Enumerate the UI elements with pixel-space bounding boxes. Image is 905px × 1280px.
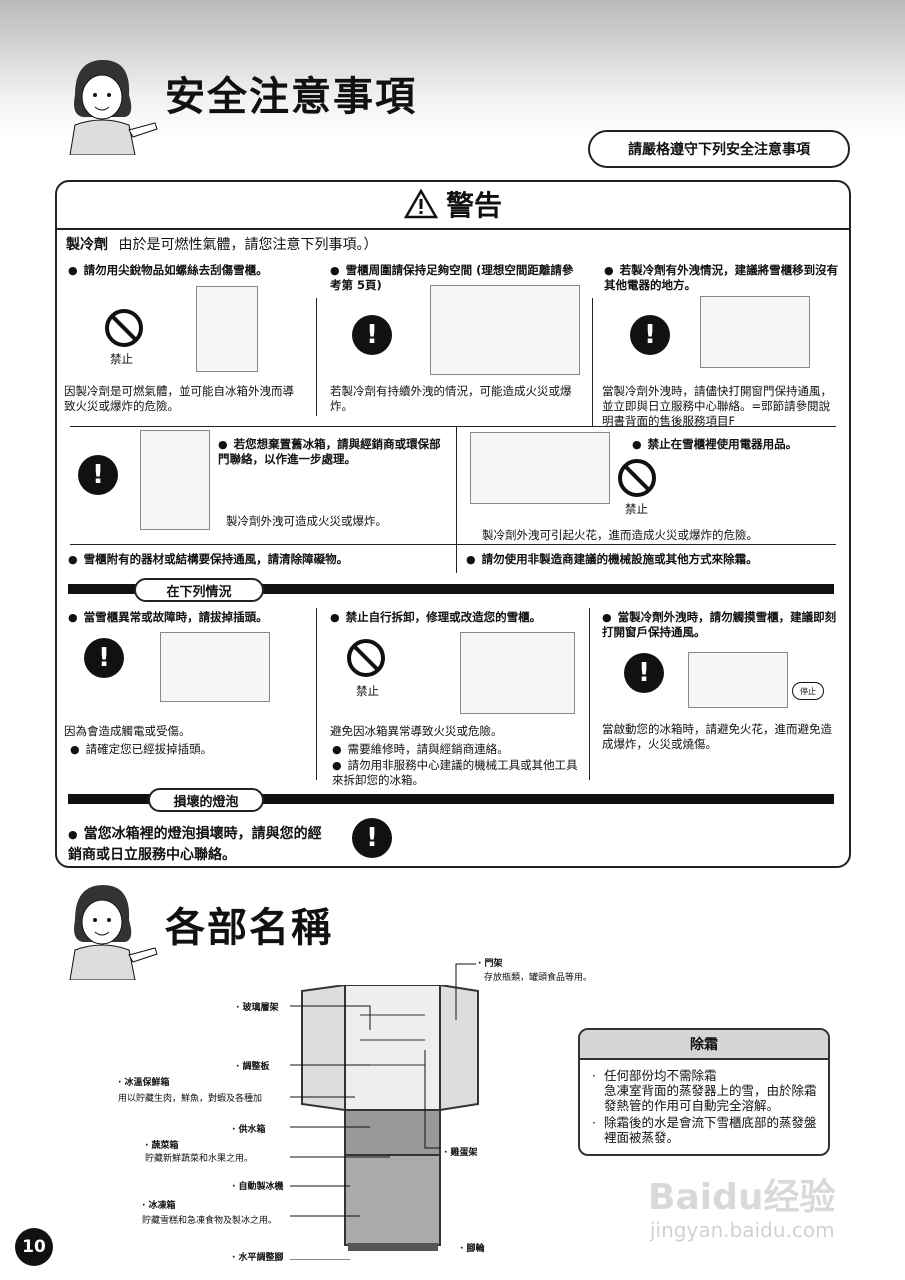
warning-item-desc: 避免因冰箱異常導致火災或危險。 — [330, 724, 503, 738]
defrost-item-text: 任何部份均不需除霜 急凍室背面的蒸發器上的雪，由於除霜發熱管的作用可自動完全溶解… — [603, 1068, 817, 1113]
fridge-scratch-illustration — [196, 286, 258, 372]
parts-title: 各部名稱 — [165, 905, 333, 951]
label-veg-box-desc: 貯藏新鮮蔬菜和水果之用。 — [145, 1154, 254, 1164]
leader-lines — [290, 963, 476, 1260]
label-water-box: · 供水箱 — [232, 1125, 266, 1135]
warning-item-head: 請勿用尖銳物品如螺絲去刮傷雪櫃。 — [68, 263, 308, 278]
stop-speech-bubble: 停止 — [792, 682, 824, 700]
label-door-rack: · 門架 — [478, 959, 503, 969]
label-glass-shelf: · 玻璃層架 — [236, 1003, 279, 1013]
warning-item-desc: 因為會造成觸電或受傷。 — [64, 724, 191, 738]
label-chill-box-desc: 用以貯藏生肉，鮮魚，對蝦及各種加 — [118, 1094, 263, 1104]
divider — [456, 545, 457, 573]
prohibited-label: 禁止 — [625, 502, 648, 516]
watermark-url: jingyan.baidu.com — [650, 1218, 835, 1242]
warning-item-head: 禁止在雪櫃裡使用電器用品。 — [632, 437, 832, 452]
label-caster: · 腳輪 — [460, 1244, 485, 1254]
warning-item-desc: 製冷劑外洩可引起火花，進而造成火災或爆炸的危險。 — [482, 528, 758, 542]
label-veg-box: · 蔬菜箱 — [145, 1141, 179, 1151]
warning-header: 警告 — [55, 180, 851, 230]
warning-item-head: 禁止自行拆卸，修理或改造您的雪櫃。 — [330, 610, 580, 625]
page-title: 安全注意事項 — [165, 74, 417, 120]
section-bar — [68, 794, 834, 804]
label-egg-rack: · 雞蛋架 — [444, 1148, 478, 1158]
defrost-item: ·任何部份均不需除霜 急凍室背面的蒸發器上的雪，由於除霜發熱管的作用可自動完全溶… — [592, 1068, 817, 1113]
page-number: 10 — [15, 1228, 53, 1266]
label-door-rack-desc: 存放瓶類，罐頭食品等用。 — [484, 973, 593, 983]
label-adjust-plate: · 調整板 — [236, 1062, 270, 1072]
label-ice-maker: · 自動製冰機 — [232, 1182, 284, 1192]
warning-item-head: 若製冷劑有外洩情況，建議將雪櫃移到沒有其他電器的地方。 — [604, 263, 839, 293]
warning-triangle-icon — [403, 189, 438, 219]
divider — [316, 298, 317, 416]
defrost-item-text: 除霜後的水是會流下雪櫃底部的蒸發盤裡面被蒸發。 — [603, 1115, 817, 1145]
no-touch-illustration — [688, 652, 788, 708]
mandatory-icon: ! — [352, 818, 392, 858]
warning-item-bullet: 請確定您已經拔掉插頭。 — [70, 742, 306, 757]
divider — [316, 608, 317, 780]
disposal-illustration — [140, 430, 210, 530]
section-tag-conditions: 在下列情況 — [134, 578, 264, 602]
divider — [456, 426, 457, 544]
warning-item-head: 雪櫃附有的器材或結構要保持通風，請清除障礙物。 — [68, 552, 448, 567]
warning-item-bullet: 需要維修時，請與經銷商連絡。 — [332, 742, 578, 757]
divider — [592, 298, 593, 426]
warning-item-desc: 因製冷劑是可燃氣體，並可能自冰箱外洩而導致火災或爆炸的危險。 — [64, 384, 294, 413]
warning-item-desc: 當啟動您的冰箱時，請避免火花，進而避免造成爆炸，火災或燒傷。 — [602, 722, 832, 751]
warning-panel — [55, 180, 851, 868]
mandatory-icon: ! — [624, 653, 664, 693]
divider — [70, 426, 836, 427]
prohibited-icon — [347, 639, 385, 677]
warning-title: 警告 — [445, 189, 502, 222]
header-background — [0, 0, 905, 140]
warning-item-desc: 若製冷劑有持續外洩的情況，可能造成火災或爆炸。 — [330, 384, 572, 413]
defrost-item: ·除霜後的水是會流下雪櫃底部的蒸發盤裡面被蒸發。 — [592, 1115, 817, 1145]
mascot-illustration — [55, 55, 160, 156]
ventilate-illustration — [700, 296, 810, 368]
divider — [589, 608, 590, 780]
prohibited-icon — [105, 309, 143, 347]
prohibited-icon — [618, 459, 656, 497]
refrigerant-label: 製冷劑 — [66, 237, 108, 253]
warning-item-head: 請勿使用非製造商建議的機械設施或其他方式來除霜。 — [466, 552, 836, 567]
label-freezer: · 冰凍箱 — [142, 1201, 176, 1211]
warning-item-desc: 製冷劑外洩可造成火災或爆炸。 — [226, 514, 387, 528]
mandatory-icon: ! — [352, 315, 392, 355]
mandatory-icon: ! — [84, 638, 124, 678]
warning-item-head: 雪櫃周圍請保持足夠空間 (理想空間距離請參考第 5頁) — [330, 263, 580, 293]
no-disassemble-illustration — [460, 632, 575, 714]
warning-item-head: 若您想棄置舊冰箱，請與經銷商或環保部門聯絡，以作進一步處理。 — [218, 437, 448, 467]
no-appliance-illustration — [470, 432, 610, 504]
divider — [70, 544, 836, 545]
space-clearance-illustration — [430, 285, 580, 375]
mascot-illustration — [55, 880, 160, 981]
watermark-brand: Baidu经验 — [648, 1177, 836, 1218]
defrost-box: 除霜 ·任何部份均不需除霜 急凍室背面的蒸發器上的雪，由於除霜發熱管的作用可自動… — [578, 1028, 830, 1156]
warning-item-head: 當製冷劑外洩時，請勿觸摸雪櫃，建議即刻打開窗戶保持通風。 — [602, 610, 838, 640]
defrost-title: 除霜 — [580, 1030, 828, 1060]
bulb-text: 當您冰箱裡的燈泡損壞時，請與您的經銷商或日立服務中心聯絡。 — [68, 824, 330, 865]
warning-item-desc: 當製冷劑外洩時，請儘快打開窗門保持通風，並立即與日立服務中心聯絡。=郖節請參閱說… — [602, 384, 832, 428]
notice-pill: 請嚴格遵守下列安全注意事項 — [588, 130, 850, 168]
refrigerant-text: 由於是可燃性氣體，請您注意下列事項。） — [118, 237, 378, 253]
section-bar — [68, 584, 834, 594]
unplug-illustration — [160, 632, 270, 702]
section-tag-bulb: 損壞的燈泡 — [148, 788, 264, 812]
warning-item-head: 當雪櫃異常或故障時，請拔掉插頭。 — [68, 610, 308, 625]
label-leveler: · 水平調整腳 — [232, 1253, 284, 1263]
label-chill-box: · 冰溫保鮮箱 — [118, 1078, 170, 1088]
prohibited-label: 禁止 — [110, 352, 133, 366]
warning-item-bullet: 請勿用非服務中心建議的機械工具或其他工具來拆卸您的冰箱。 — [332, 758, 578, 788]
mandatory-icon: ! — [78, 455, 118, 495]
prohibited-label: 禁止 — [356, 684, 379, 698]
mandatory-icon: ! — [630, 315, 670, 355]
label-freezer-desc: 貯藏雪糕和急凍食物及製冰之用。 — [142, 1216, 278, 1226]
refrigerant-line: 製冷劑 由於是可燃性氣體，請您注意下列事項。） — [66, 234, 377, 254]
